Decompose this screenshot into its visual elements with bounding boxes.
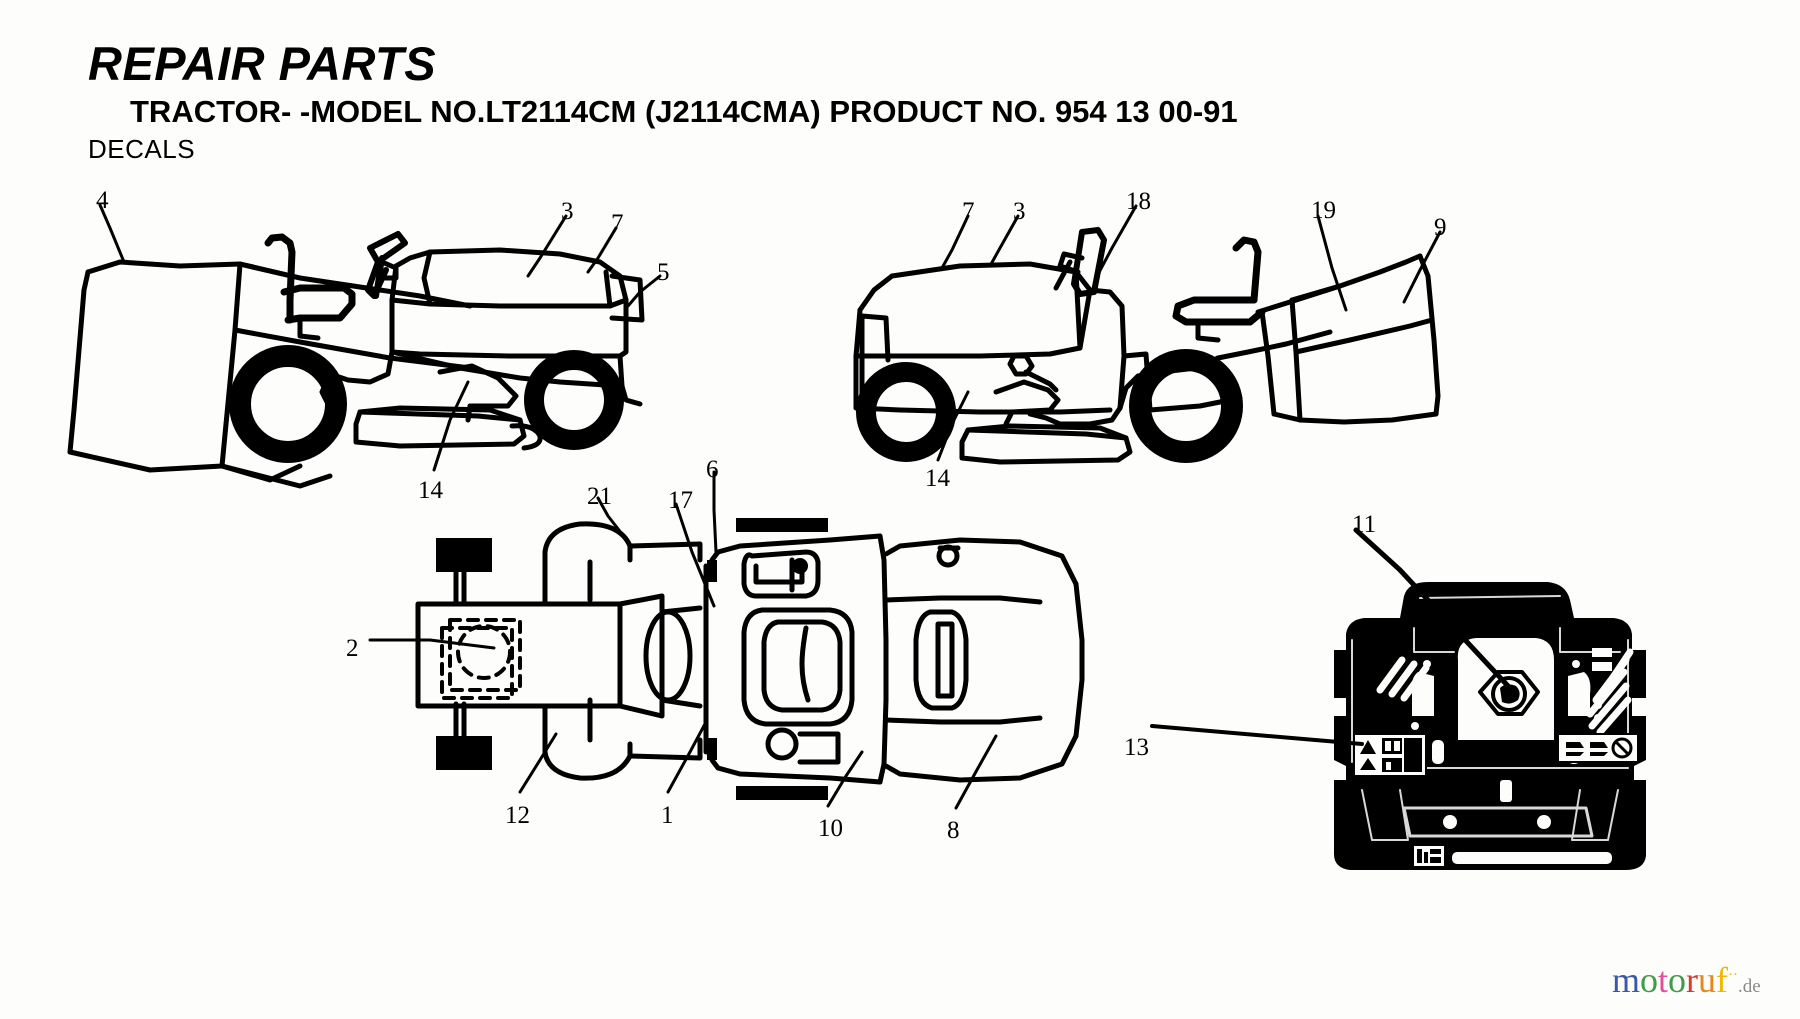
tractor-top-view [415,518,1085,800]
callout-3a: 3 [561,198,574,225]
tractor-right-side-view [853,227,1441,465]
watermark-suffix: .de [1738,976,1761,997]
watermark-letter-r: r [1686,960,1699,1000]
callout-12: 12 [505,802,530,829]
callout-leaders-right [936,204,1442,462]
watermark-letter-m: m [1612,960,1641,1000]
callout-17: 17 [668,487,693,514]
callout-leaders-center [368,470,998,810]
warning-decal-13 [1353,733,1427,777]
watermark-dots: ·· [1728,967,1739,983]
tractor-left-side-view [67,231,645,489]
dashboard-decal-panel [1334,582,1646,870]
callout-8: 8 [947,817,960,844]
callout-leaders-panel [1150,527,1511,746]
callout-19: 19 [1311,197,1336,224]
callout-18: 18 [1126,188,1151,215]
callout-7b: 7 [962,198,975,225]
watermark-letter-f: f [1716,960,1729,1000]
watermark-letter-t: t [1658,960,1669,1000]
watermark-letter-o1: o [1640,960,1659,1000]
callout-14b: 14 [925,465,950,492]
callout-14a: 14 [418,477,443,504]
model-number-line: TRACTOR- -MODEL NO.LT2114CM (J2114CMA) P… [130,94,1238,129]
control-icon-decal [1557,733,1639,763]
callout-13: 13 [1124,734,1149,761]
callout-1: 1 [661,802,674,829]
callout-21: 21 [587,483,612,510]
callout-5: 5 [657,259,670,286]
section-label-decals: DECALS [88,134,196,164]
page-title: REPAIR PARTS [88,37,437,90]
callout-leaders-left [98,203,662,472]
callout-10: 10 [818,815,843,842]
callout-4: 4 [96,187,109,214]
callout-6: 6 [706,456,719,483]
motoruf-watermark: motoruf··.de [1612,962,1761,998]
callout-9: 9 [1434,214,1447,241]
watermark-letter-o2: o [1668,960,1687,1000]
callout-2: 2 [346,635,359,662]
watermark-letter-u: u [1698,960,1717,1000]
callout-11: 11 [1352,511,1377,538]
callout-3b: 3 [1013,198,1026,225]
callout-7a: 7 [611,210,624,237]
